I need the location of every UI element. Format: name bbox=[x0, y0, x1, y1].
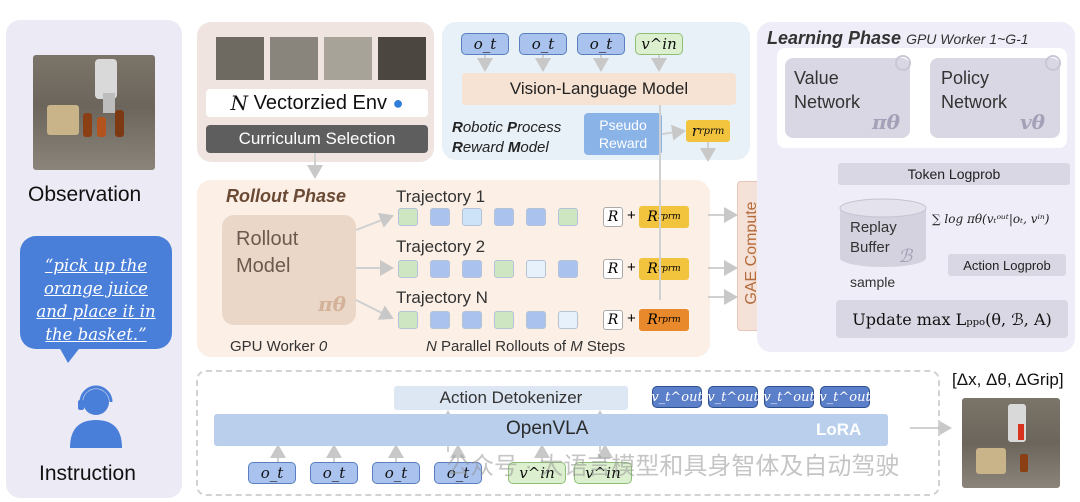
trajectory-step bbox=[462, 208, 482, 226]
trajectory-step bbox=[494, 208, 514, 226]
trajectory-step bbox=[494, 260, 514, 278]
in-token-3: o_t bbox=[372, 462, 420, 484]
trajectory-step bbox=[398, 208, 418, 226]
rollout-footer: N Parallel Rollouts of M Steps bbox=[426, 338, 626, 355]
sample-label: sample bbox=[850, 274, 896, 290]
trajectory-step bbox=[526, 260, 546, 278]
openvla-label: OpenVLA bbox=[506, 418, 589, 439]
policy-network-label-1: Policy bbox=[941, 68, 990, 88]
trajectory-step bbox=[398, 311, 418, 329]
rollout-model-label-2: Model bbox=[236, 255, 291, 277]
trajectory-step bbox=[558, 208, 578, 226]
globe-icon: ● bbox=[392, 92, 404, 113]
trajectory-1-label: Trajectory 1 bbox=[396, 187, 486, 206]
in-token-1: o_t bbox=[248, 462, 296, 484]
value-settings-icon bbox=[895, 55, 911, 71]
rm-token-2: o_t bbox=[519, 33, 567, 55]
trajectory-step bbox=[526, 208, 546, 226]
vlm-box: Vision-Language Model bbox=[462, 73, 736, 105]
plus-sign: + bbox=[627, 259, 636, 276]
trajectory-step bbox=[494, 311, 514, 329]
lora-label: LoRA bbox=[816, 420, 862, 439]
trajectory-step bbox=[462, 311, 482, 329]
watermark-text: 公众号 · 大语言模型和具身智体及自动驾驶 bbox=[446, 453, 900, 480]
rm-token-3: o_t bbox=[577, 33, 625, 55]
replay-buffer-label-1: Replay bbox=[850, 219, 897, 236]
openvla-panel bbox=[196, 370, 940, 496]
speech-bubble bbox=[20, 236, 172, 349]
value-network-label-1: Value bbox=[794, 68, 839, 88]
curriculum-selection-box: Curriculum Selection bbox=[206, 125, 428, 153]
rprm-title: Robotic Process Reward Model bbox=[452, 119, 562, 156]
rollout-worker-label: GPU Worker 0 bbox=[230, 338, 328, 355]
trajectory-step bbox=[430, 260, 450, 278]
value-network-label-2: Network bbox=[794, 92, 861, 112]
out-token-1: v_t^out bbox=[651, 386, 703, 408]
value-pi-label: πθ bbox=[872, 110, 900, 134]
rm-token-4: v^in bbox=[635, 33, 683, 55]
in-token-5: v^in bbox=[508, 462, 566, 484]
out-token-2: v_t^out bbox=[707, 386, 759, 408]
sparse-reward-r: R bbox=[603, 259, 623, 279]
replay-buffer-cylinder bbox=[838, 198, 928, 268]
trajectory-step bbox=[430, 208, 450, 226]
observation-label: Observation bbox=[28, 183, 142, 206]
policy-settings-icon bbox=[1045, 55, 1061, 71]
trajectory-step bbox=[430, 311, 450, 329]
plus-sign: + bbox=[627, 207, 636, 224]
trajectory-step bbox=[462, 260, 482, 278]
rollout-pi-label: πθ bbox=[318, 292, 346, 316]
sparse-reward-r: R bbox=[603, 207, 623, 227]
rollout-phase-title: Rollout Phase bbox=[226, 186, 347, 206]
rollout-model-box bbox=[222, 215, 356, 325]
out-token-3: v_t^out bbox=[763, 386, 815, 408]
policy-v-label: vθ bbox=[1020, 110, 1045, 134]
sparse-reward-r: R bbox=[603, 310, 623, 330]
instruction-text: “pick up the orange juice and place it i… bbox=[36, 256, 156, 344]
speech-bubble-tail bbox=[58, 345, 82, 363]
trajectory-n-label: Trajectory N bbox=[396, 288, 488, 307]
in-token-4: o_t bbox=[434, 462, 482, 484]
action-logprob-box: Action Logprob bbox=[948, 254, 1066, 276]
update-box: Update max Lₚₚₒ(θ, ℬ, A) bbox=[836, 300, 1068, 338]
out-token-4: v_t^out bbox=[819, 386, 871, 408]
instruction-label: Instruction bbox=[39, 462, 136, 485]
env-thumbnails bbox=[216, 37, 428, 80]
trajectory-step bbox=[558, 260, 578, 278]
trajectory-step bbox=[526, 311, 546, 329]
rm-token-1: o_t bbox=[461, 33, 509, 55]
action-detokenizer-box: Action Detokenizer bbox=[394, 386, 628, 410]
replay-buffer-label-2: Buffer bbox=[850, 239, 890, 256]
plus-sign: + bbox=[627, 310, 636, 327]
trajectory-2-label: Trajectory 2 bbox=[396, 237, 486, 256]
replay-buffer-b: ℬ bbox=[898, 246, 913, 267]
token-logprob-box: Token Logprob bbox=[838, 163, 1070, 185]
rollout-model-label-1: Rollout bbox=[236, 228, 299, 250]
user-headset-icon bbox=[66, 380, 126, 450]
pseudo-reward-box: Pseudo Reward bbox=[584, 113, 662, 155]
policy-network-label-2: Network bbox=[941, 92, 1008, 112]
vectorized-env-box: N Vectorzied Env ● bbox=[206, 89, 428, 117]
logprob-sum-formula: ∑ log πθ(vₜᵒᵘᵗ|oₜ, vⁱⁿ) bbox=[932, 212, 1050, 226]
trajectory-step bbox=[398, 260, 418, 278]
learning-phase-title: Learning Phase GPU Worker 1~G-1 bbox=[767, 28, 1029, 48]
value-network-box bbox=[785, 58, 910, 138]
policy-network-box bbox=[930, 58, 1060, 138]
result-image bbox=[962, 398, 1060, 488]
in-token-2: o_t bbox=[310, 462, 358, 484]
action-output-label: [Δx, Δθ, ΔGrip] bbox=[952, 370, 1064, 389]
observation-image bbox=[33, 55, 155, 170]
in-token-6: v^in bbox=[574, 462, 632, 484]
openvla-bar bbox=[214, 414, 888, 446]
trajectory-step bbox=[558, 311, 578, 329]
